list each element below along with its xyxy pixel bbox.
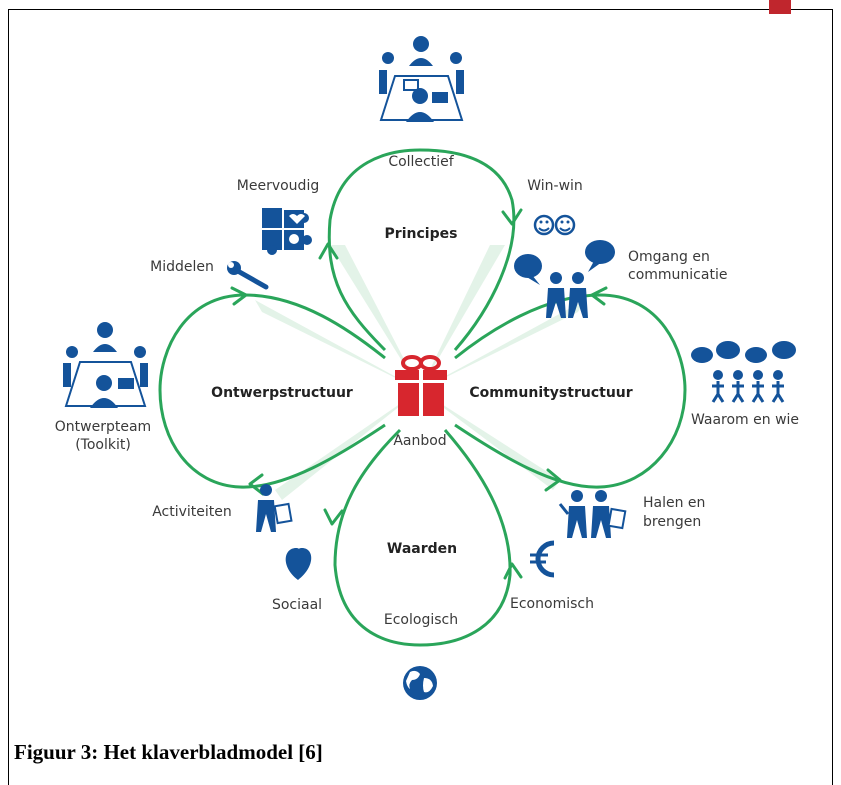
center-label-aanbod: Aanbod [393, 433, 446, 449]
label-ontwerpteam-line1: Ontwerpteam [55, 419, 151, 435]
label-activiteiten: Activiteiten [152, 504, 232, 520]
light-rays [255, 245, 585, 500]
frame-right-border [832, 9, 833, 785]
label-ecologisch: Ecologisch [384, 612, 458, 628]
label-omgang-line1: Omgang en [628, 249, 710, 265]
label-meervoudig: Meervoudig [237, 178, 319, 194]
meeting-table-icon [379, 36, 464, 122]
leaf-label-waarden: Waarden [387, 541, 457, 557]
globe-icon [403, 666, 437, 700]
label-win-win: Win-win [527, 178, 583, 194]
label-halen-line1: Halen en [643, 495, 705, 511]
frame-left-border [8, 9, 9, 785]
frame-top-border [8, 9, 833, 10]
puzzle-icon [262, 208, 312, 255]
loop-bottom [333, 428, 512, 647]
speech-bubbles-people-icon [514, 240, 615, 318]
red-corner-tab [769, 0, 791, 14]
cloverleaf-diagram: Principes Ontwerpstructuur Communitystru… [55, 36, 799, 700]
arrowheads [230, 208, 608, 580]
leaf-label-communitystructuur: Communitystructuur [469, 385, 632, 401]
worker-document-icon [256, 484, 293, 532]
label-ontwerpteam-line2: (Toolkit) [75, 437, 131, 453]
cloverleaf-loops [158, 148, 687, 647]
label-collectief: Collectief [388, 154, 454, 170]
two-workers-icon [558, 490, 627, 538]
loop-left [158, 293, 386, 489]
leaf-label-principes: Principes [385, 226, 458, 242]
euro-icon [530, 540, 555, 578]
label-middelen: Middelen [150, 259, 214, 275]
label-economisch: Economisch [510, 596, 594, 612]
label-omgang-line2: communicatie [628, 267, 727, 283]
gift-icon [395, 355, 447, 416]
heart-icon [285, 548, 312, 580]
team-table-icon [63, 322, 148, 408]
loop-top [327, 148, 516, 352]
leaf-label-ontwerpstructuur: Ontwerpstructuur [211, 385, 353, 401]
crowd-thought-icon [691, 341, 796, 403]
label-waarom-en-wie: Waarom en wie [691, 412, 799, 428]
label-sociaal: Sociaal [272, 597, 322, 613]
figure-caption: Figuur 3: Het klaverbladmodel [6] [14, 740, 323, 764]
label-halen-line2: brengen [643, 514, 701, 530]
smiley-icon [533, 214, 576, 236]
wrench-icon [227, 261, 269, 290]
